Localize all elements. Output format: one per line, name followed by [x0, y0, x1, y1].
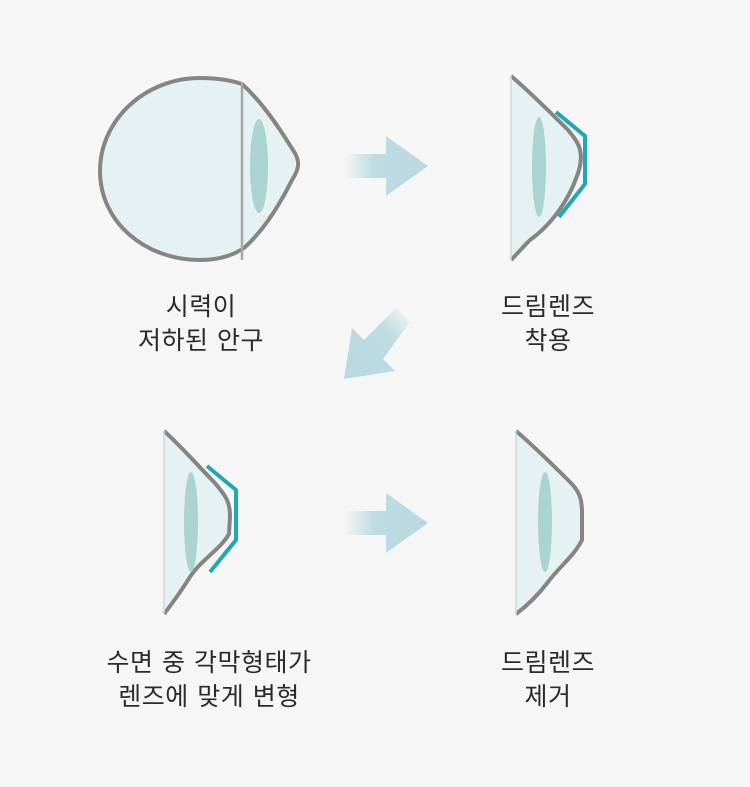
arrow-right-top: [344, 136, 428, 196]
caption-step-4-line1: 드림렌즈: [500, 648, 595, 677]
arrow-diagonal-down-left: [344, 308, 410, 379]
arrow-right-bottom: [344, 493, 428, 553]
cornea-with-lens: [509, 74, 587, 262]
caption-step-1-line2: 저하된 안구: [138, 326, 264, 355]
caption-step-3: 수면 중 각막형태가 렌즈에 맞게 변형: [59, 646, 359, 714]
cornea-reshaped: [162, 429, 238, 616]
eyeball-full: [98, 76, 301, 262]
cornea-after-removal: [514, 429, 584, 616]
caption-step-3-line2: 렌즈에 맞게 변형: [118, 682, 300, 711]
caption-step-2-line1: 드림렌즈: [500, 292, 595, 321]
caption-step-1: 시력이 저하된 안구: [51, 290, 351, 358]
caption-step-2-line2: 착용: [524, 326, 572, 355]
caption-step-4-line2: 제거: [524, 682, 572, 711]
caption-step-4: 드림렌즈 제거: [398, 646, 698, 714]
caption-step-2: 드림렌즈 착용: [398, 290, 698, 358]
caption-step-3-line1: 수면 중 각막형태가: [106, 648, 312, 677]
caption-step-1-line1: 시력이: [165, 292, 237, 321]
